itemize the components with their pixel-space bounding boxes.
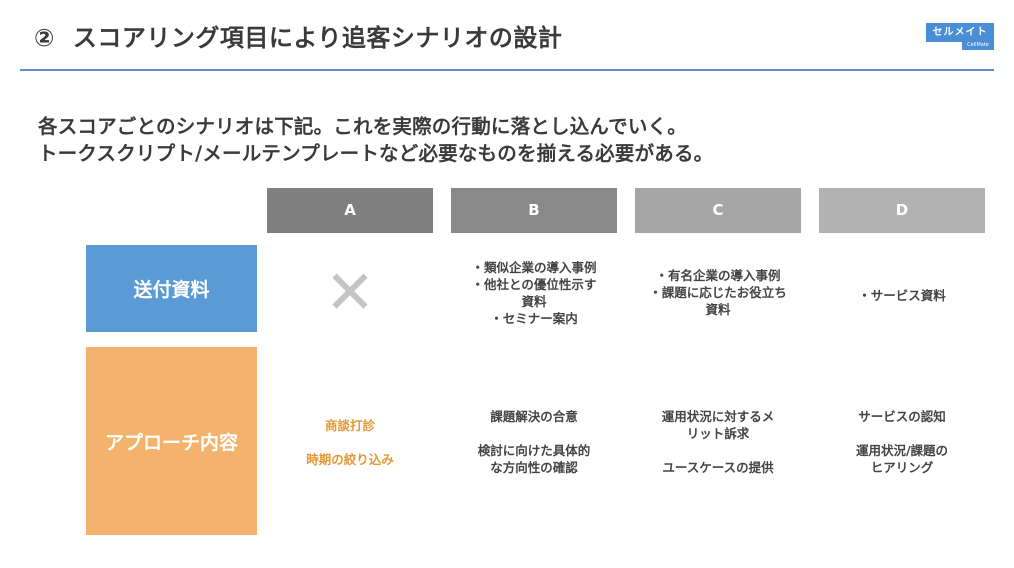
cell-line: 時期の絞り込み (306, 451, 394, 467)
cell-send-c: ・有名企業の導入事例 ・課題に応じたお役立ち 資料 (635, 245, 801, 340)
cell-line: ヒアリング (870, 460, 934, 475)
cell-approach-b: 課題解決の合意 検討に向けた具体的 な方向性の確認 (451, 347, 617, 537)
title-divider (20, 69, 994, 71)
lead-text: 各スコアごとのシナリオは下記。これを実際の行動に落とし込んでいく。 トークスクリ… (38, 113, 713, 167)
cell-line: ユースケースの提供 (662, 460, 774, 475)
cell-send-b: ・類似企業の導入事例 ・他社との優位性示す 資料 ・セミナー案内 (451, 245, 617, 340)
cell-approach-a: 商談打診 時期の絞り込み (267, 347, 433, 537)
cell-gap (662, 442, 775, 459)
lead-line-2: トークスクリプト/メールテンプレートなど必要なものを揃える必要がある。 (38, 142, 714, 165)
row-header-send-materials: 送付資料 (86, 245, 257, 332)
cell-line: 運用状況に対するメ (661, 409, 775, 424)
column-header-d: D (819, 188, 985, 233)
cell-gap (478, 425, 591, 442)
cell-line: 検討に向けた具体的 (477, 443, 591, 458)
cell-gap (306, 434, 394, 451)
column-header-c: C (635, 188, 801, 233)
cell-line: 資料 (521, 293, 547, 309)
row-header-approach: アプローチ内容 (86, 347, 257, 535)
cell-send-d: ・サービス資料 (819, 245, 985, 345)
cell-line: リット訴求 (686, 426, 750, 441)
column-header-b: B (451, 188, 617, 233)
cell-line: ・課題に応じたお役立ち (649, 285, 787, 300)
cell-approach-c: 運用状況に対するメ リット訴求 ユースケースの提供 (635, 347, 801, 537)
logo-subtext: CellMate (962, 41, 994, 50)
cell-line: な方向性の確認 (490, 460, 578, 475)
brand-logo: セルメイト CellMate (926, 23, 994, 50)
section-number: ② (34, 24, 55, 52)
cell-line: 課題解決の合意 (490, 409, 578, 424)
lead-line-1: 各スコアごとのシナリオは下記。これを実際の行動に落とし込んでいく。 (38, 115, 687, 138)
column-header-a: A (267, 188, 433, 233)
cell-approach-d: サービスの認知 運用状況/課題の ヒアリング (819, 347, 985, 537)
cell-line: 資料 (705, 302, 731, 317)
cell-gap (856, 425, 948, 442)
cell-send-a: ✕ (267, 245, 433, 340)
title-text: スコアリング項目により追客シナリオの設計 (72, 24, 563, 52)
logo-text: セルメイト (926, 23, 994, 42)
page-title: ② スコアリング項目により追客シナリオの設計 (34, 18, 562, 53)
cell-line: ・他社との優位性示す (471, 276, 597, 292)
cell-line: ・有名企業の導入事例 (655, 268, 781, 283)
cell-line: 運用状況/課題の (855, 443, 949, 458)
cell-line: ・類似企業の導入事例 (471, 259, 597, 275)
cross-icon: ✕ (324, 257, 376, 328)
cell-line: 商談打診 (324, 417, 375, 433)
cell-line: ・セミナー案内 (490, 310, 578, 326)
cell-line: ・サービス資料 (858, 287, 946, 303)
cell-line: サービスの認知 (858, 409, 946, 424)
